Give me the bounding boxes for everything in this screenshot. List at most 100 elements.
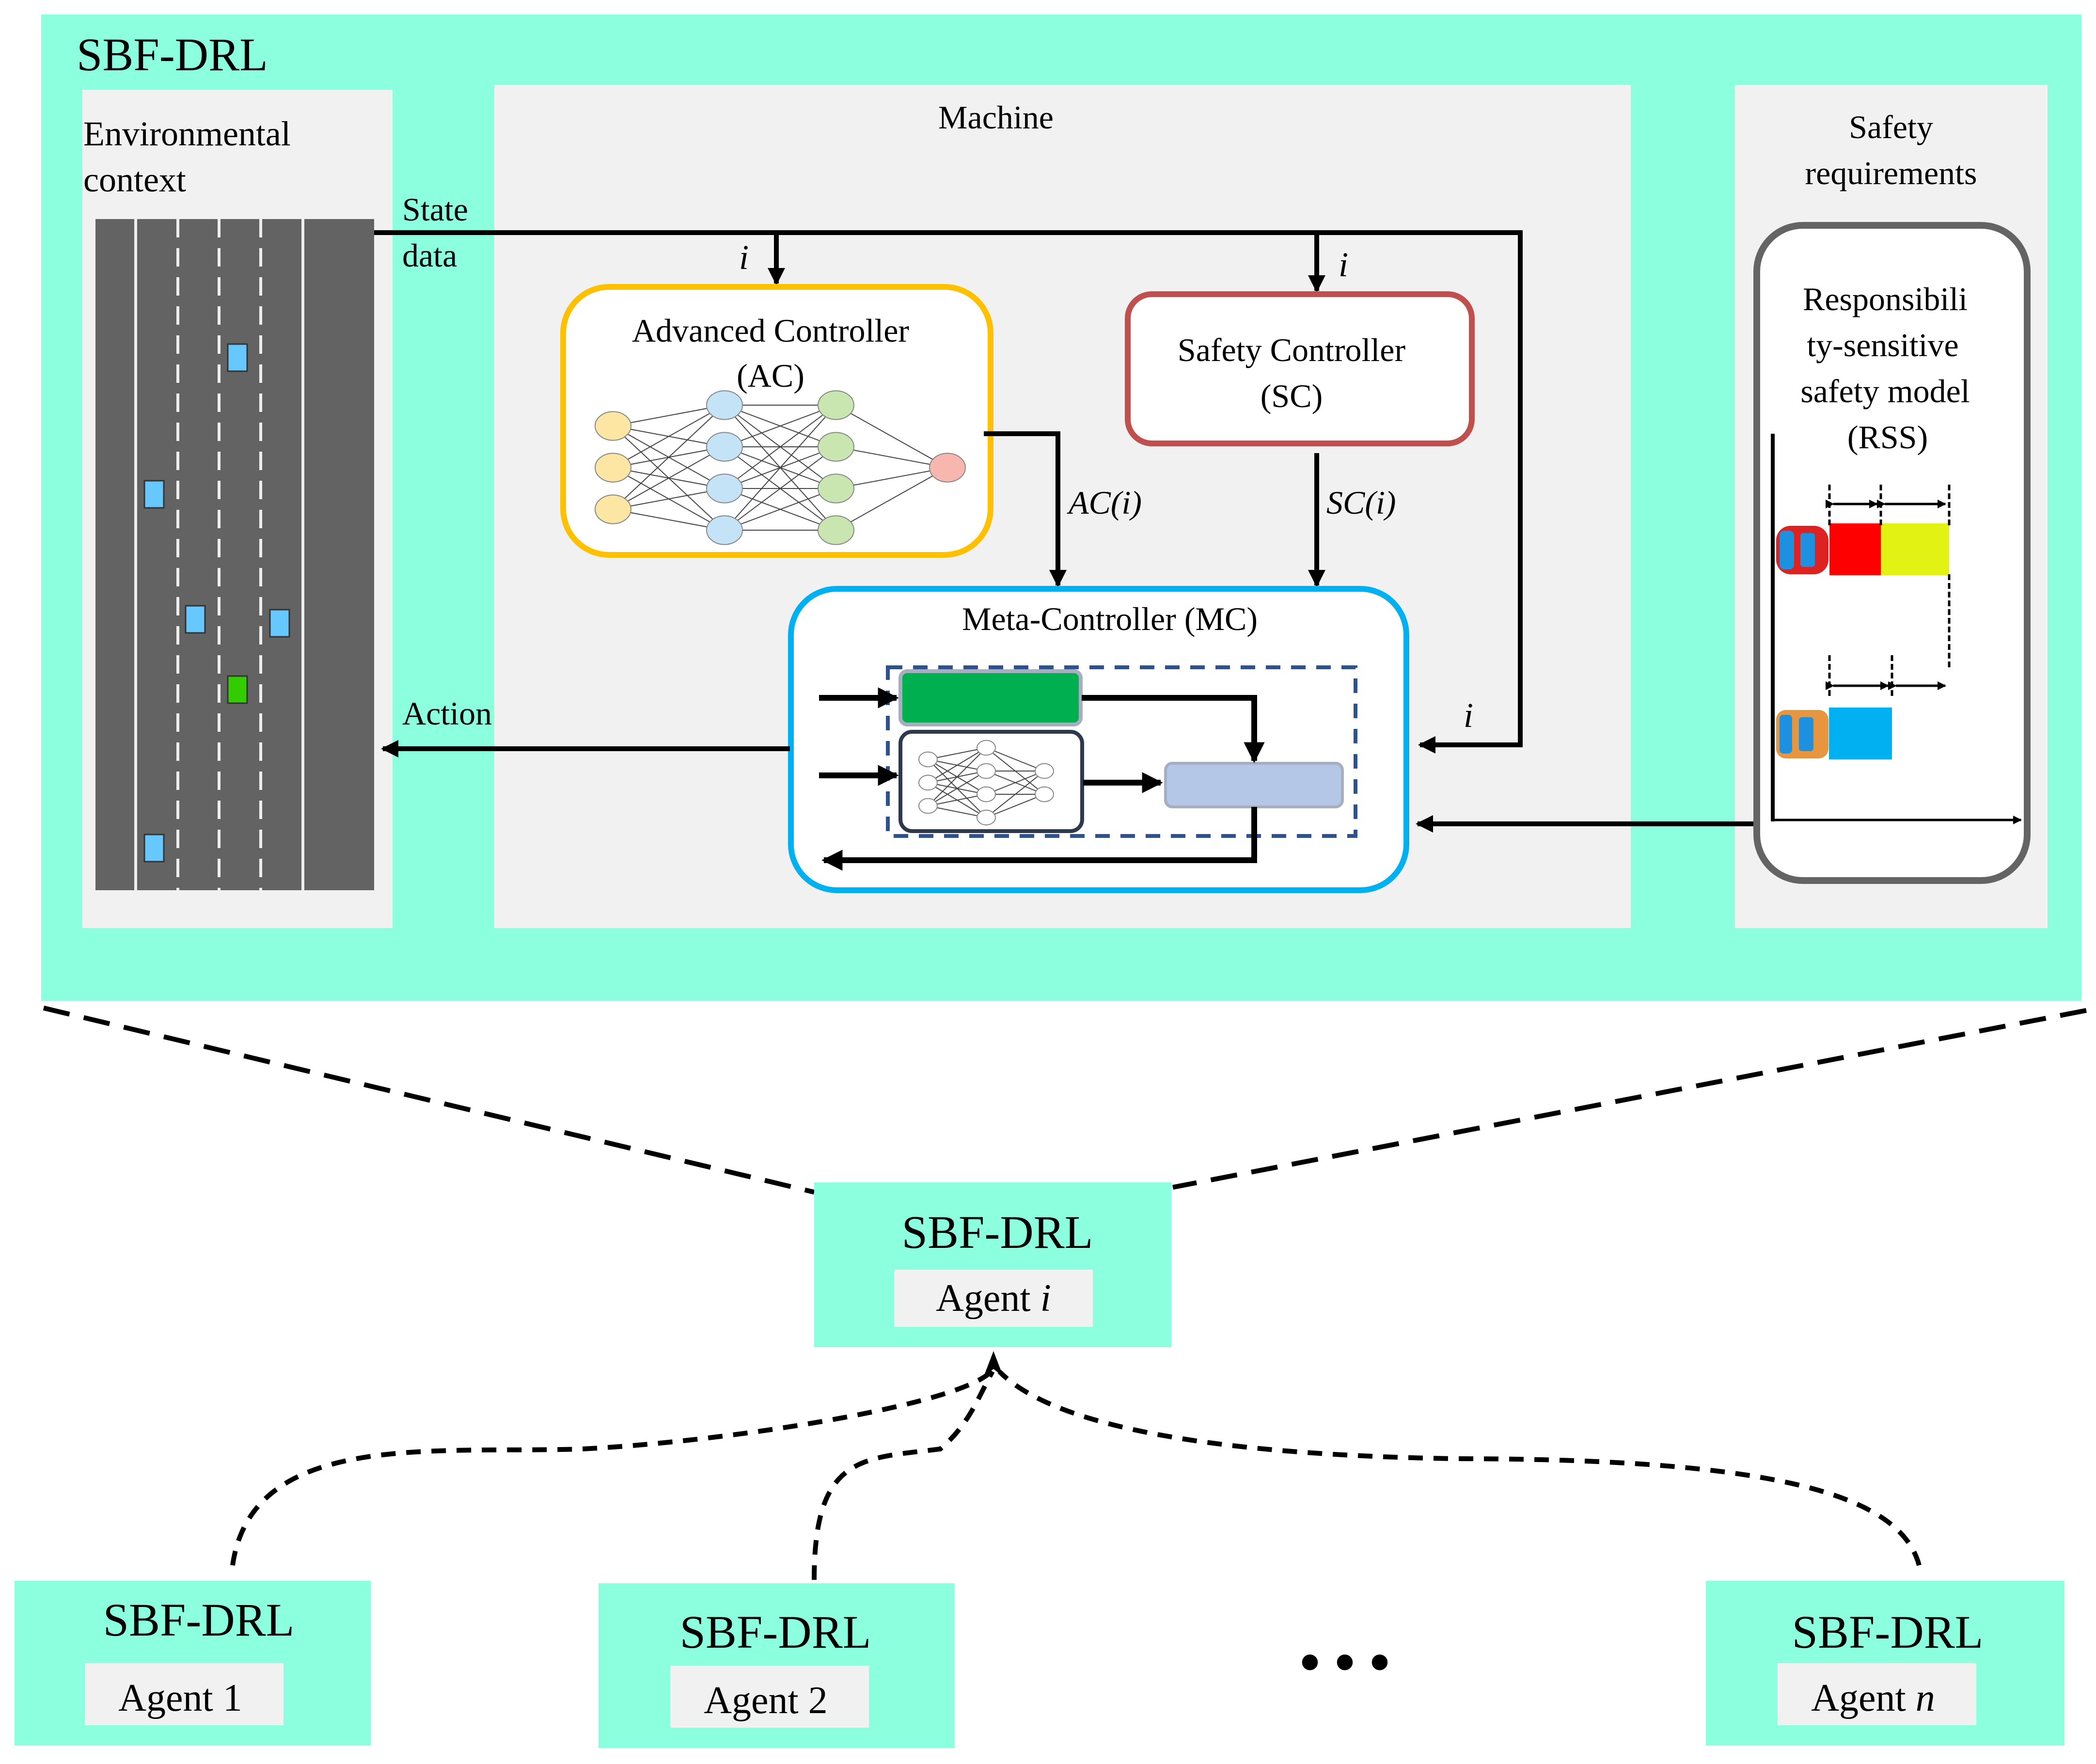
agent-center[interactable]: SBF-DRL Agent i — [814, 1182, 1171, 1347]
state-data-bus — [374, 230, 1523, 754]
nn-edge — [724, 488, 836, 531]
nn-edge — [613, 509, 725, 531]
mc-network-block — [898, 730, 1084, 833]
rss-dimension-arrows — [1825, 500, 1946, 690]
nn-node — [818, 390, 854, 420]
safety-requirements-title-line2: requirements — [1805, 155, 1977, 191]
road-scene — [95, 219, 374, 890]
state-data-label-line1: State — [402, 191, 468, 228]
sc-label-line1: Safety Controller — [1178, 331, 1406, 368]
agent-1[interactable]: SBF-DRL Agent 1 — [15, 1581, 371, 1746]
nn-edge — [724, 405, 836, 447]
nn-edge — [613, 405, 725, 426]
agent-2-title: SBF-DRL — [680, 1606, 871, 1658]
nn-node — [918, 798, 938, 814]
agent-n-title: SBF-DRL — [1792, 1606, 1984, 1658]
agent-center-title: SBF-DRL — [902, 1206, 1093, 1258]
nn-edge — [986, 771, 1045, 818]
sc-output-label: SC(i) — [1326, 484, 1396, 521]
mc-title: Meta-Controller (MC) — [962, 600, 1258, 637]
nn-edge — [724, 446, 836, 531]
agent-2-label-box — [670, 1666, 869, 1728]
agent-2[interactable]: SBF-DRL Agent 2 — [599, 1583, 955, 1748]
zoom-connector-lines — [43, 1006, 2087, 1195]
agent-1-label: Agent 1 — [118, 1677, 242, 1719]
agent-center-label: Agent i — [936, 1277, 1051, 1320]
vehicle-ego — [227, 675, 248, 704]
agent-n-label: Agent n — [1811, 1677, 1935, 1719]
vehicle-other — [143, 480, 165, 509]
rss-yellow-zone — [1881, 523, 1949, 575]
nn-edge — [986, 771, 1045, 795]
nn-node — [977, 809, 996, 826]
nn-edge — [835, 446, 948, 468]
nn-edge — [835, 467, 948, 489]
state-data-label-line2: data — [402, 237, 457, 274]
nn-edge — [928, 794, 987, 806]
machine-title: Machine — [938, 99, 1054, 136]
nn-edge — [613, 405, 725, 510]
meta-controller: Meta-Controller (MC) — [788, 586, 1409, 893]
controller-outputs — [984, 431, 1325, 587]
safety-controller: Safety Controller (SC) — [1125, 291, 1475, 446]
agent-aggregation-curves — [230, 1370, 1922, 1580]
environment-label-line1: Environmental — [83, 114, 291, 153]
rss-label-line2: ty-sensitive — [1807, 327, 1959, 363]
nn-edge — [928, 747, 987, 783]
input-label-sc: i — [1339, 245, 1348, 284]
environment-label-line2: context — [83, 160, 186, 199]
agent-n-label-box — [1778, 1663, 1976, 1725]
rss-car-red-icon — [1776, 526, 1828, 574]
nn-edge — [835, 467, 948, 531]
nn-node — [595, 453, 631, 483]
nn-node — [1035, 786, 1054, 803]
vehicle-other — [143, 834, 165, 863]
agent-1-title: SBF-DRL — [103, 1594, 295, 1646]
mc-dashed-region — [886, 665, 1357, 838]
nn-node — [1035, 763, 1054, 779]
input-label-ac: i — [739, 238, 749, 277]
vehicle-other — [227, 343, 248, 372]
rss-label-line1: Responsibili — [1803, 281, 1968, 317]
vehicle-other — [269, 609, 290, 638]
vehicle-other — [185, 605, 206, 634]
nn-node — [818, 432, 854, 462]
rss-car-orange-icon — [1776, 710, 1828, 758]
nn-edge — [613, 405, 725, 468]
framework-title: SBF-DRL — [77, 29, 268, 80]
nn-edge — [928, 747, 987, 760]
nn-edge — [724, 405, 836, 531]
mc-neural-network-icon — [918, 740, 1054, 826]
action-label: Action — [402, 695, 492, 732]
input-label-mc: i — [1464, 696, 1473, 735]
nn-node — [595, 411, 631, 441]
agent-n[interactable]: SBF-DRL Agent n — [1706, 1581, 2064, 1746]
nn-node — [706, 432, 743, 462]
nn-edge — [613, 446, 725, 510]
agents-ellipsis: • • • — [1300, 1630, 1390, 1694]
rss-red-zone — [1829, 523, 1881, 575]
sc-label-line2: (SC) — [1261, 378, 1323, 414]
nn-node — [977, 786, 996, 803]
safety-requirements-title-line1: Safety — [1849, 109, 1933, 145]
nn-node — [918, 751, 938, 768]
nn-edge — [835, 405, 948, 468]
nn-node — [918, 774, 938, 791]
rss-model: Responsibili ty-sensitive safety model (… — [1753, 222, 2031, 884]
nn-node — [818, 515, 854, 545]
nn-edge — [928, 805, 987, 818]
nn-node — [706, 515, 743, 545]
nn-edge — [928, 771, 987, 806]
nn-edge — [928, 747, 987, 806]
nn-node — [977, 740, 996, 756]
nn-node — [706, 390, 743, 420]
nn-edge — [724, 405, 836, 489]
agent-center-arrowhead-icon — [984, 1351, 1003, 1376]
ac-label-line2: (AC) — [737, 357, 804, 394]
road — [95, 219, 374, 890]
mc-selector-block — [1164, 762, 1344, 808]
advanced-controller: Advanced Controller (AC) — [560, 284, 993, 558]
rss-blue-zone — [1829, 708, 1892, 759]
agent-1-label-box — [85, 1663, 284, 1725]
